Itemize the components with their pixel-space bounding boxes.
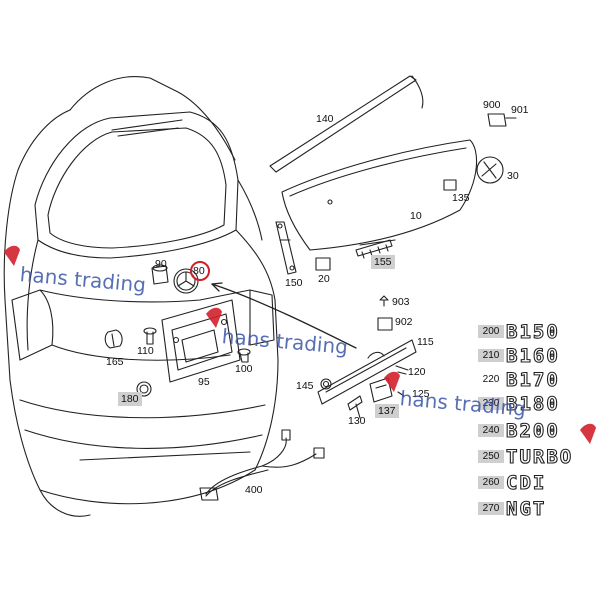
pad-part-20	[315, 257, 331, 271]
bolt-part-903	[379, 295, 389, 307]
callout-902: 902	[395, 316, 413, 328]
callout-901: 901	[511, 104, 529, 116]
callout-110: 110	[137, 345, 154, 357]
rear-glass-part-10	[281, 139, 478, 251]
spring-part-120	[395, 365, 409, 375]
badge-number: 250	[478, 450, 504, 463]
highlight-marker-80	[190, 261, 210, 281]
callout-145: 145	[296, 380, 314, 392]
badge-number: 210	[478, 349, 504, 362]
lock-part-137	[369, 377, 393, 403]
callout-10: 10	[410, 210, 422, 222]
callout-140: 140	[316, 113, 334, 125]
callout-180: 180	[118, 392, 142, 406]
callout-95: 95	[198, 376, 210, 388]
callout-137: 137	[375, 404, 399, 418]
assembly-arrow	[211, 283, 357, 349]
emblem-part-80	[173, 268, 199, 294]
callout-130: 130	[348, 415, 366, 427]
badge-number: 240	[478, 424, 504, 437]
badge-number: 200	[478, 325, 504, 338]
callout-150: 150	[285, 277, 303, 289]
nut-part-145	[320, 378, 332, 390]
callout-20: 20	[318, 273, 330, 285]
cap-part-30	[476, 156, 504, 184]
badge-lettering: B160	[505, 345, 560, 367]
screw-part-130	[347, 395, 363, 419]
pad-part-135	[443, 179, 457, 191]
handle-strip-part-115	[317, 339, 417, 405]
callout-165: 165	[106, 356, 124, 368]
badge-number: 220	[482, 374, 500, 385]
callout-80: 80	[193, 265, 205, 277]
wiring-harness-part-400	[199, 429, 325, 501]
callout-30: 30	[507, 170, 519, 182]
badge-lettering: B150	[505, 321, 560, 343]
strip-part-155	[355, 239, 393, 259]
screw-part-110	[143, 327, 157, 345]
callout-125: 125	[412, 388, 430, 400]
badge-lettering: B170	[505, 369, 560, 391]
sensor-part-900	[487, 113, 517, 127]
pin-part-125	[397, 391, 405, 397]
badge-number: 270	[478, 502, 504, 515]
badge-lettering: TURBO	[505, 446, 574, 468]
grommet-part-180	[136, 381, 152, 397]
star-emblem-part-90	[151, 264, 169, 285]
callout-903: 903	[392, 296, 410, 308]
callout-120: 120	[408, 366, 426, 378]
callout-155: 155	[371, 255, 395, 269]
callout-90: 90	[155, 258, 167, 270]
callout-400: 400	[245, 484, 263, 496]
bracket-part-150	[275, 221, 297, 275]
badge-number: 260	[478, 476, 504, 489]
badge-lettering: B200	[505, 420, 560, 442]
badge-lettering: NGT	[505, 498, 547, 520]
callout-115: 115	[417, 336, 434, 348]
callout-900: 900	[483, 99, 501, 111]
callout-135: 135	[452, 192, 470, 204]
seal-strip-part-140	[269, 75, 424, 173]
badge-lettering: CDI	[505, 472, 547, 494]
screw-part-100	[237, 348, 251, 363]
badge-number: 230	[478, 397, 504, 410]
switch-part-902	[377, 317, 393, 331]
callout-100: 100	[235, 363, 253, 375]
clip-part-165	[104, 329, 123, 349]
car-body-outline	[3, 76, 279, 517]
badge-lettering: B180	[505, 393, 560, 415]
